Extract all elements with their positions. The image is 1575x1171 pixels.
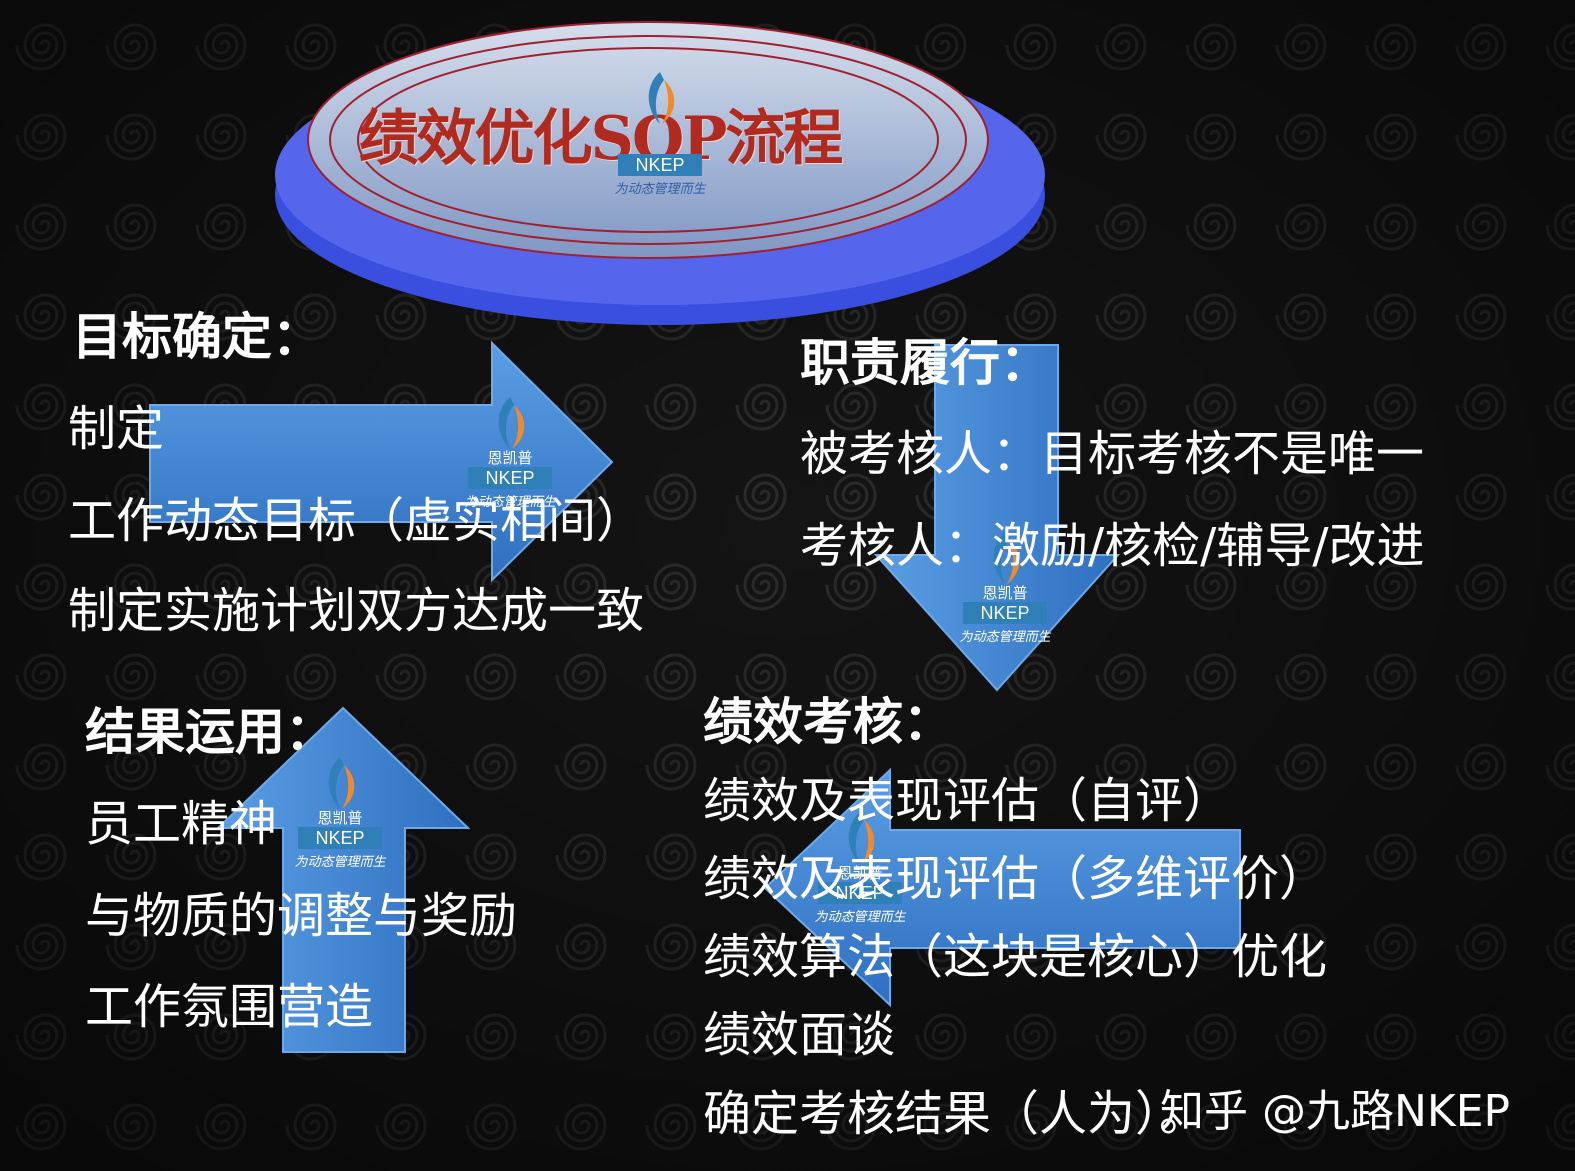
- appraisal-line: 绩效面谈: [703, 1007, 896, 1063]
- nkep-logo-left-arrow: 恩凯普 NKEP 为动态管理而生: [800, 810, 920, 930]
- logo-cn-name: 恩凯普: [982, 584, 1028, 602]
- down-arrow: [873, 344, 1121, 692]
- goal-line: 制定: [68, 401, 165, 457]
- up-arrow: [215, 706, 471, 1053]
- logo-slogan: 为动态管理而生: [614, 182, 706, 197]
- logo-cn-name: 恩凯普: [317, 809, 363, 827]
- appraisal-line: 绩效及表现评估（自评）: [703, 773, 1232, 829]
- nkep-logo-mark-icon: [498, 397, 525, 449]
- logo-cn-name: 恩凯普: [837, 864, 883, 882]
- duty-line: 考核人：激励/核检/辅导/改进: [800, 518, 1425, 574]
- duty-heading: 职责履行：: [800, 334, 1050, 392]
- nkep-logo-mark-icon: [648, 72, 675, 124]
- logo-brand: NKEP: [468, 467, 552, 489]
- goal-line: 制定实施计划双方达成一致: [68, 583, 645, 639]
- logo-slogan: 为动态管理而生: [294, 855, 386, 870]
- appraisal-line: 绩效及表现评估（多维评价）: [703, 851, 1328, 907]
- result-line: 与物质的调整与奖励: [85, 888, 518, 944]
- logo-slogan: 为动态管理而生: [959, 630, 1051, 645]
- zhihu-watermark: 知乎 @九路NKEP: [1160, 1086, 1511, 1137]
- diagram-title: 绩效优化SOP流程: [358, 104, 844, 174]
- nkep-logo-title: NKEP 为动态管理而生: [600, 70, 720, 197]
- logo-brand: NKEP: [818, 882, 902, 904]
- right-arrow: [149, 340, 614, 583]
- appraisal-heading: 绩效考核：: [703, 693, 953, 751]
- appraisal-line: 绩效算法（这块是核心）优化: [703, 929, 1328, 985]
- nkep-logo-mark-icon: [328, 757, 355, 809]
- logo-brand: NKEP: [298, 827, 382, 849]
- nkep-logo-mark-icon: [993, 532, 1020, 584]
- logo-slogan: 为动态管理而生: [814, 910, 906, 925]
- nkep-logo-down-arrow: 恩凯普 NKEP 为动态管理而生: [945, 530, 1065, 650]
- goal-heading: 目标确定：: [72, 308, 322, 366]
- result-heading: 结果运用：: [85, 703, 335, 761]
- left-arrow: [763, 767, 1241, 1008]
- duty-line: 被考核人：目标考核不是唯一: [800, 426, 1425, 482]
- appraisal-line: 确定考核结果（人为）。: [703, 1086, 1208, 1142]
- goal-line: 工作动态目标（虚实相间）: [68, 493, 645, 549]
- logo-cn-name: 恩凯普: [487, 449, 533, 467]
- logo-slogan: 为动态管理而生: [464, 495, 556, 510]
- result-line: 员工精神: [85, 796, 278, 852]
- nkep-logo-up-arrow: 恩凯普 NKEP 为动态管理而生: [280, 755, 400, 875]
- nkep-logo-right-arrow: 恩凯普 NKEP 为动态管理而生: [450, 395, 570, 515]
- result-line: 工作氛围营造: [85, 979, 374, 1035]
- nkep-logo-mark-icon: [848, 812, 875, 864]
- logo-brand: NKEP: [618, 154, 702, 176]
- logo-brand: NKEP: [963, 602, 1047, 624]
